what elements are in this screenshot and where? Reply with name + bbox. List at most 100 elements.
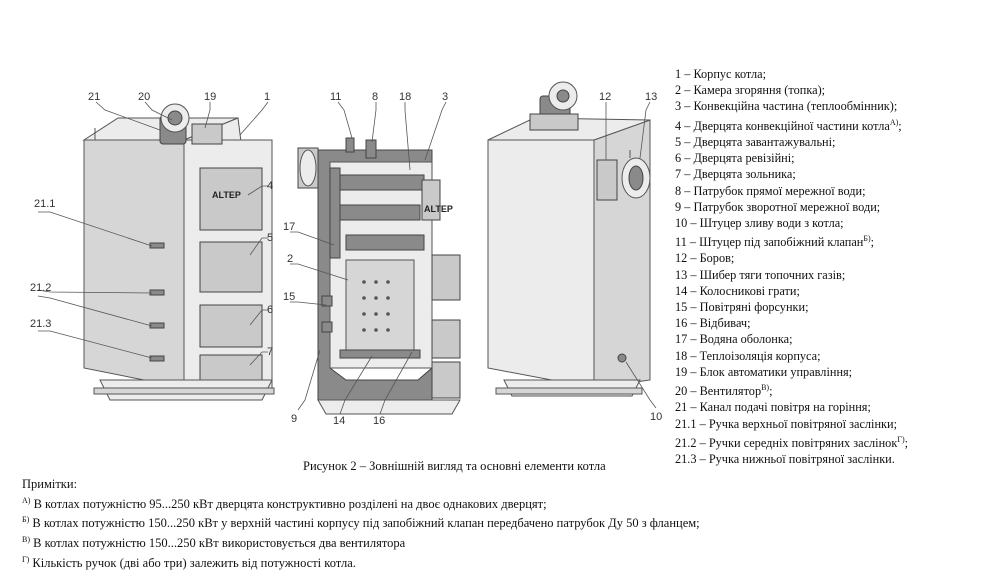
legend-item-suffix: ; — [870, 235, 875, 250]
legend-item-footnote-mark: Г) — [897, 434, 905, 444]
callout-5: 5 — [267, 232, 273, 244]
legend-item: 9 – Патрубок зворотної мережної води; — [675, 199, 995, 215]
legend-item-text: 20 – Вентилятор — [675, 384, 762, 399]
legend-item-text: 14 – Колосникові грати; — [675, 283, 800, 298]
legend-item: 21 – Канал подачі повітря на горіння; — [675, 399, 995, 415]
legend-item: 21.1 – Ручка верхньої повітряної заслінк… — [675, 416, 995, 432]
note-mark: В) — [22, 535, 30, 545]
legend-item: 5 – Дверцята завантажувальні; — [675, 134, 995, 150]
note-text: В котлах потужністю 150...250 кВт у верх… — [32, 516, 700, 531]
note-item: Б) В котлах потужністю 150...250 кВт у в… — [22, 512, 700, 532]
legend-item: 18 – Теплоізоляція корпуса; — [675, 348, 995, 364]
brand-label-section: ALTEP — [424, 204, 453, 214]
callout-21: 21 — [88, 91, 100, 103]
callout-14: 14 — [333, 415, 345, 427]
figure-caption: Рисунок 2 – Зовнішній вигляд та основні … — [303, 459, 606, 473]
callout-21-3: 21.3 — [30, 318, 51, 330]
legend-item-text: 8 – Патрубок прямої мережної води; — [675, 183, 866, 198]
legend-item-text: 21.1 – Ручка верхньої повітряної заслінк… — [675, 416, 898, 431]
legend-item: 10 – Штуцер зливу води з котла; — [675, 215, 995, 231]
callout-3: 3 — [442, 91, 448, 103]
legend-item-text: 12 – Боров; — [675, 251, 735, 266]
callout-19: 19 — [204, 91, 216, 103]
legend-item: 3 – Конвекційна частина (теплообмінник); — [675, 98, 995, 114]
legend-item: 1 – Корпус котла; — [675, 66, 995, 82]
callout-18: 18 — [399, 91, 411, 103]
legend-item: 4 – Дверцята конвекційної частини котлаА… — [675, 115, 995, 134]
callout-20: 20 — [138, 91, 150, 103]
notes-list: А) В котлах потужністю 95...250 кВт двер… — [22, 493, 700, 572]
legend-item-text: 11 – Штуцер під запобіжний клапан — [675, 235, 864, 250]
legend-item-text: 21.3 – Ручка нижньої повітряної заслінки… — [675, 452, 895, 467]
legend-item: 2 – Камера згоряння (топка); — [675, 82, 995, 98]
legend-item-text: 10 – Штуцер зливу води з котла; — [675, 215, 844, 230]
legend-item-footnote-mark: В) — [761, 383, 770, 393]
callout-8: 8 — [372, 91, 378, 103]
legend-item: 8 – Патрубок прямої мережної води; — [675, 183, 995, 199]
legend-item: 17 – Водяна оболонка; — [675, 331, 995, 347]
legend-item-text: 5 – Дверцята завантажувальні; — [675, 134, 836, 149]
notes-heading: Примітки: — [22, 477, 78, 491]
legend-item: 21.2 – Ручки середніх повітряних засліно… — [675, 432, 995, 451]
legend-item: 14 – Колосникові грати; — [675, 283, 995, 299]
note-mark: А) — [22, 495, 31, 505]
callout-13: 13 — [645, 91, 657, 103]
legend-item-text: 2 – Камера згоряння (топка); — [675, 83, 826, 98]
legend-item-text: 4 – Дверцята конвекційної частини котла — [675, 118, 890, 133]
legend-item-text: 7 – Дверцята зольника; — [675, 167, 796, 182]
notes: Примітки: А) В котлах потужністю 95...25… — [22, 476, 700, 572]
legend-item: 19 – Блок автоматики управління; — [675, 364, 995, 380]
note-mark: Г) — [22, 554, 30, 564]
legend-item-text: 9 – Патрубок зворотної мережної води; — [675, 199, 881, 214]
boiler-section-view: ALTEP 11 8 18 3 17 2 — [283, 91, 461, 427]
brand-label: ALTEP — [212, 190, 241, 200]
legend-item-text: 21 – Канал подачі повітря на горіння; — [675, 400, 871, 415]
note-item: В) В котлах потужністю 150...250 кВт вик… — [22, 532, 700, 552]
legend: 1 – Корпус котла; 2 – Камера згоряння (то… — [675, 66, 995, 467]
callout-9: 9 — [291, 413, 297, 425]
callout-16: 16 — [373, 415, 385, 427]
note-text: В котлах потужністю 150...250 кВт викори… — [33, 536, 406, 551]
legend-item-footnote-mark: А) — [889, 117, 899, 127]
callout-15: 15 — [283, 291, 295, 303]
legend-item: 16 – Відбивач; — [675, 315, 995, 331]
callout-11: 11 — [330, 91, 341, 103]
note-mark: Б) — [22, 515, 30, 525]
legend-item-text: 18 – Теплоізоляція корпуса; — [675, 348, 821, 363]
legend-item-footnote-mark: Б) — [863, 234, 871, 244]
legend-item: 21.3 – Ручка нижньої повітряної заслінки… — [675, 451, 995, 467]
boiler-front-view: ALTEP 21 20 19 1 4 5 6 7 21.1 21.2 — [30, 91, 275, 401]
callout-21-2: 21.2 — [30, 282, 51, 294]
legend-item: 7 – Дверцята зольника; — [675, 166, 995, 182]
legend-item-text: 19 – Блок автоматики управління; — [675, 364, 853, 379]
legend-item: 12 – Боров; — [675, 250, 995, 266]
legend-item-text: 6 – Дверцята ревізійні; — [675, 151, 795, 166]
legend-item-text: 17 – Водяна оболонка; — [675, 332, 793, 347]
callout-6: 6 — [267, 304, 273, 316]
callout-12: 12 — [599, 91, 611, 103]
callout-17: 17 — [283, 221, 295, 233]
legend-item: 20 – ВентиляторВ); — [675, 380, 995, 399]
note-item: А) В котлах потужністю 95...250 кВт двер… — [22, 493, 700, 513]
legend-item-text: 21.2 – Ручки середніх повітряних засліно… — [675, 435, 898, 450]
callout-21-1: 21.1 — [34, 198, 55, 210]
legend-item-text: 1 – Корпус котла; — [675, 67, 767, 81]
note-text: Кількість ручок (дві або три) залежить в… — [32, 556, 356, 570]
legend-item-suffix: ; — [898, 118, 902, 133]
callout-2: 2 — [287, 253, 293, 265]
legend-item: 13 – Шибер тяги топочних газів; — [675, 267, 995, 283]
legend-item-text: 3 – Конвекційна частина (теплообмінник); — [675, 99, 898, 114]
legend-item-text: 15 – Повітряні форсунки; — [675, 300, 809, 315]
callout-10: 10 — [650, 411, 662, 423]
callout-4: 4 — [267, 180, 273, 192]
legend-item-suffix: ; — [769, 384, 773, 399]
boiler-rear-view: 12 13 10 — [487, 81, 662, 423]
legend-item-text: 16 – Відбивач; — [675, 316, 751, 331]
legend-item: 6 – Дверцята ревізійні; — [675, 150, 995, 166]
legend-item-suffix: ; — [904, 435, 909, 450]
legend-item: 11 – Штуцер під запобіжний клапанБ); — [675, 231, 995, 250]
legend-item: 15 – Повітряні форсунки; — [675, 299, 995, 315]
callout-7: 7 — [267, 346, 273, 358]
note-item: Г) Кількість ручок (дві або три) залежит… — [22, 552, 700, 572]
